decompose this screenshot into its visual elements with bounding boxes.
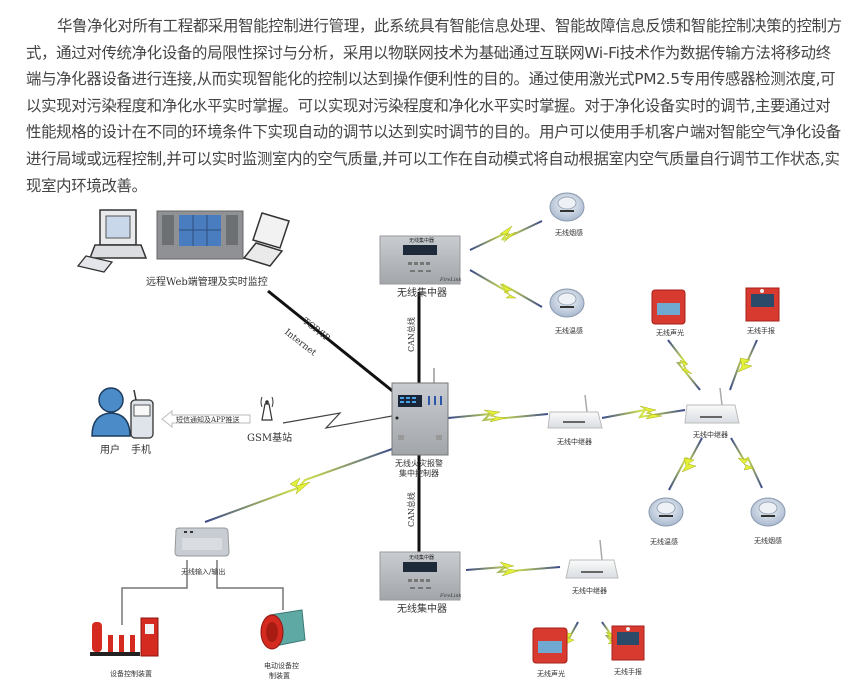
- user-icon: [91, 387, 131, 437]
- laptop-icon: [242, 212, 290, 267]
- io-module-label: 无线输入/输出: [181, 567, 225, 576]
- intro-paragraph: 华鲁净化对所有工程都采用智能控制进行管理，此系统具有智能信息处理、智能故障信息反…: [26, 17, 842, 195]
- strobe-right-label: 无线声光: [656, 328, 684, 337]
- smoke-detector-right-icon: [750, 497, 786, 527]
- brand-text-top: FireLink: [439, 277, 462, 283]
- fire-alarm-controller: [391, 382, 449, 456]
- sms-push-arrow: [161, 409, 251, 429]
- strobe-alarm-icon: [651, 289, 686, 325]
- smoke-sensor-right-label: 无线烟感: [754, 536, 782, 545]
- temp-sensor-right-label: 无线温感: [650, 537, 678, 546]
- repeater-middle-icon: [547, 394, 603, 429]
- system-diagram: 远程Web端管理及实时监控 TCP/IP Internet CAN总线 CAN总…: [76, 192, 786, 680]
- concentrator-top-label: 无线集中器: [397, 286, 447, 299]
- manual-alarm-right-label: 无线手报: [747, 326, 775, 335]
- concentrator-bottom-panel-text: 无线集中器: [409, 554, 434, 561]
- temperature-detector-right-icon: [648, 497, 684, 527]
- io-equipment-wire: [121, 560, 188, 625]
- repeater-right-label: 无线中继器: [693, 430, 728, 439]
- smoke-sensor-top-label: 无线烟感: [555, 228, 583, 237]
- io-module-icon: [174, 527, 230, 557]
- gsm-tower-icon: [260, 396, 274, 421]
- gsm-label: GSM基站: [247, 431, 292, 444]
- repeater-right-icon: [684, 387, 740, 424]
- temp-sensor-top-label: 无线温感: [555, 326, 583, 335]
- desktop-computer-icon: [76, 209, 148, 273]
- temperature-detector-icon: [549, 288, 585, 318]
- strobe-alarm-bottom-icon: [532, 627, 568, 664]
- repeater-bottom-icon: [565, 539, 619, 579]
- mobile-phone-icon: [130, 389, 154, 439]
- repeater-middle-label: 无线中继器: [557, 437, 592, 446]
- io-motor-wire: [216, 560, 284, 610]
- smoke-detector-icon: [549, 192, 585, 222]
- concentrator-bottom-label: 无线集中器: [397, 602, 447, 615]
- concentrator-top-panel-text: 无线集中器: [409, 237, 434, 244]
- manual-alarm-button-icon: [745, 287, 780, 322]
- controller-label-line1: 无线火灾报警: [395, 458, 443, 468]
- remote-monitoring-label: 远程Web端管理及实时监控: [146, 275, 268, 288]
- equipment-control-label: 设备控制装置: [110, 669, 152, 678]
- axial-fan-icon: [260, 609, 306, 650]
- manual-alarm-bottom-label: 无线手报: [614, 667, 642, 676]
- repeater-bottom-label: 无线中继器: [572, 586, 607, 595]
- brand-text-bottom: FireLink: [439, 593, 462, 599]
- wireless-concentrator-bottom: [379, 551, 461, 601]
- gsm-link: [282, 412, 393, 429]
- can-bus-label-bottom: CAN总线: [406, 492, 416, 527]
- tcpip-internet-link: [267, 289, 396, 395]
- motor-control-label-line1: 电动设备控: [264, 661, 299, 670]
- strobe-bottom-label: 无线声光: [537, 669, 565, 678]
- manual-alarm-bottom-icon: [611, 625, 645, 661]
- motor-control-label-line2: 制装置: [269, 671, 290, 680]
- wireless-links: [204, 220, 763, 651]
- wireless-concentrator-top: [379, 235, 461, 285]
- phone-label: 手机: [131, 443, 151, 456]
- sms-push-label: 短信通知及APP推送: [176, 415, 239, 424]
- user-label: 用户: [100, 443, 120, 456]
- pump-equipment-icon: [90, 617, 159, 657]
- video-wall-icon: [156, 210, 244, 260]
- controller-label-line2: 集中控制器: [399, 468, 439, 478]
- can-bus-label-top: CAN总线: [406, 317, 416, 352]
